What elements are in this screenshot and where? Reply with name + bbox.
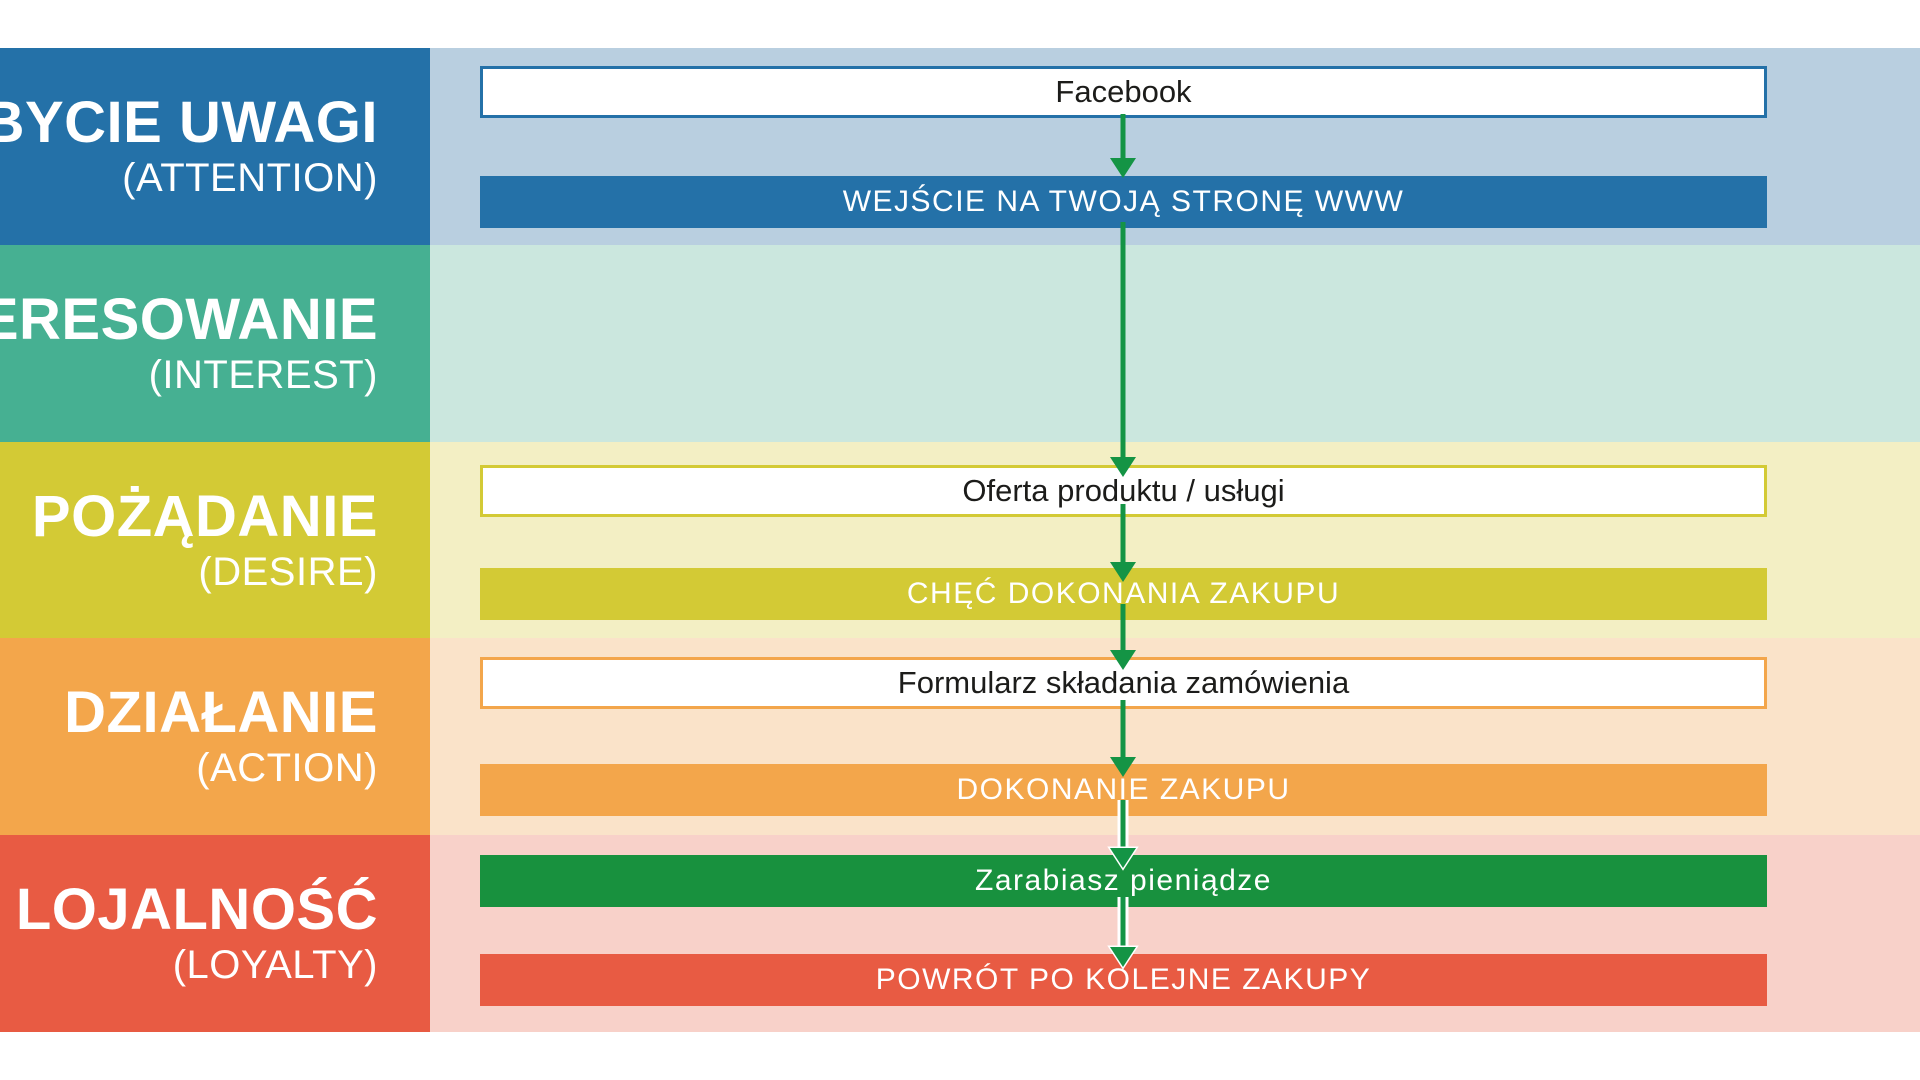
top-margin-strip — [0, 0, 1920, 48]
stage-subtitle: (INTEREST) — [148, 352, 378, 397]
node-purchase-desire: CHĘĆ DOKONANIA ZAKUPU — [480, 568, 1767, 620]
node-purchase: DOKONANIE ZAKUPU — [480, 764, 1767, 816]
stage-label-attention: BYCIE UWAGI (ATTENTION) — [0, 48, 430, 245]
stage-title: LOJALNOŚĆ — [15, 877, 378, 943]
node-order-form: Formularz składania zamówienia — [480, 657, 1767, 709]
stage-subtitle: (DESIRE) — [198, 549, 378, 594]
stage-title: POŻĄDANIE — [31, 484, 378, 550]
stage-title: DZIAŁANIE — [64, 680, 378, 746]
stage-title: BYCIE UWAGI — [0, 90, 378, 156]
node-offer: Oferta produktu / usługi — [480, 465, 1767, 517]
stage-label-action: DZIAŁANIE (ACTION) — [0, 638, 430, 835]
stage-label-interest: ERESOWANIE (INTEREST) — [0, 245, 430, 442]
stage-subtitle: (LOYALTY) — [172, 942, 378, 987]
node-website-entry: WEJŚCIE NA TWOJĄ STRONĘ WWW — [480, 176, 1767, 228]
node-return-purchases: POWRÓT PO KOLEJNE ZAKUPY — [480, 954, 1767, 1006]
stage-track-interest — [430, 245, 1920, 442]
stage-label-desire: POŻĄDANIE (DESIRE) — [0, 442, 430, 639]
bottom-margin-strip — [0, 1032, 1920, 1080]
node-earn-money: Zarabiasz pieniądze — [480, 855, 1767, 907]
stage-title: ERESOWANIE — [0, 287, 378, 353]
stage-subtitle: (ACTION) — [196, 745, 378, 790]
stage-subtitle: (ATTENTION) — [122, 155, 378, 200]
stage-label-loyalty: LOJALNOŚĆ (LOYALTY) — [0, 835, 430, 1032]
stage-row-interest: ERESOWANIE (INTEREST) — [0, 245, 1920, 442]
node-facebook: Facebook — [480, 66, 1767, 118]
